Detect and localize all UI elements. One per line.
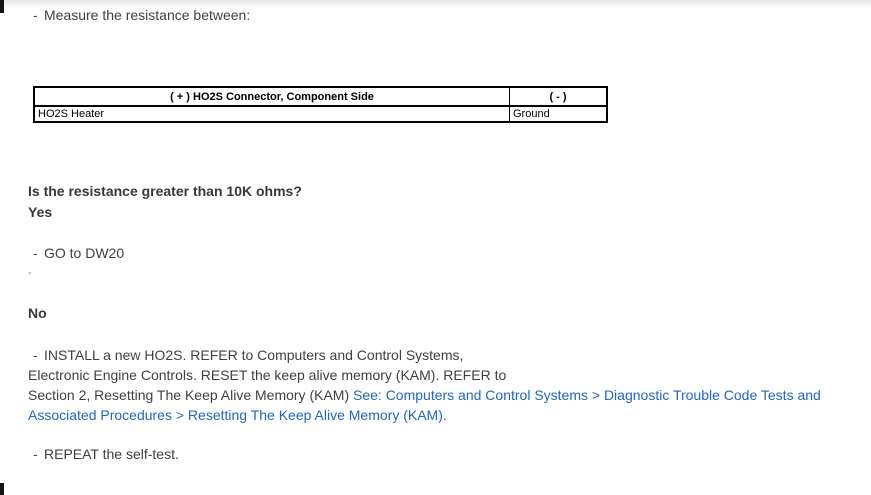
measure-resistance-step: - Measure the resistance between: (33, 7, 250, 23)
install-line: - INSTALL a new HO2S. REFER to Computers… (28, 345, 848, 365)
minus-cell: Ground (509, 105, 608, 123)
table-row: HO2S Heater Ground (33, 105, 608, 123)
kam-reference-link-continued[interactable]: Associated Procedures > Resetting The Ke… (28, 407, 447, 423)
left-edge-bottom-mark (0, 483, 4, 495)
question-text: Is the resistance greater than 10K ohms? (28, 183, 302, 199)
answer-yes-label: Yes (28, 204, 53, 220)
no-actions-paragraph: - INSTALL a new HO2S. REFER to Computers… (28, 345, 848, 425)
answer-no-label: No (28, 305, 47, 321)
stray-dash-mark: - (28, 267, 32, 279)
repeat-selftest-step: - REPEAT the self-test. (33, 446, 179, 462)
associated-procedures-line: Associated Procedures > Resetting The Ke… (28, 405, 848, 425)
bullet-dash: - (33, 7, 38, 23)
bullet-dash: - (33, 347, 38, 363)
bullet-dash: - (33, 245, 38, 261)
yes-action-step: - GO to DW20 (33, 245, 124, 261)
plus-cell: HO2S Heater (33, 105, 510, 123)
go-to-dw20-text: GO to DW20 (44, 245, 125, 261)
resistance-measurement-table: ( + ) HO2S Connector, Component Side ( -… (33, 86, 608, 123)
minus-column-header: ( - ) (509, 86, 608, 107)
left-edge-top-mark (0, 0, 4, 13)
table-header-row: ( + ) HO2S Connector, Component Side ( -… (33, 86, 608, 107)
kam-reference-link[interactable]: See: Computers and Control Systems > Dia… (353, 387, 821, 403)
section2-line: Section 2, Resetting The Keep Alive Memo… (28, 385, 848, 405)
install-ho2s-text: INSTALL a new HO2S. REFER to Computers a… (44, 347, 464, 363)
plus-column-header: ( + ) HO2S Connector, Component Side (33, 86, 510, 107)
repeat-selftest-text: REPEAT the self-test. (44, 446, 179, 462)
bullet-dash: - (33, 446, 38, 462)
electronic-controls-line: Electronic Engine Controls. RESET the ke… (28, 367, 507, 383)
measure-resistance-text: Measure the resistance between: (44, 7, 251, 23)
section2-plain-text: Section 2, Resetting The Keep Alive Memo… (28, 387, 353, 403)
top-edge-shadow (0, 0, 871, 9)
